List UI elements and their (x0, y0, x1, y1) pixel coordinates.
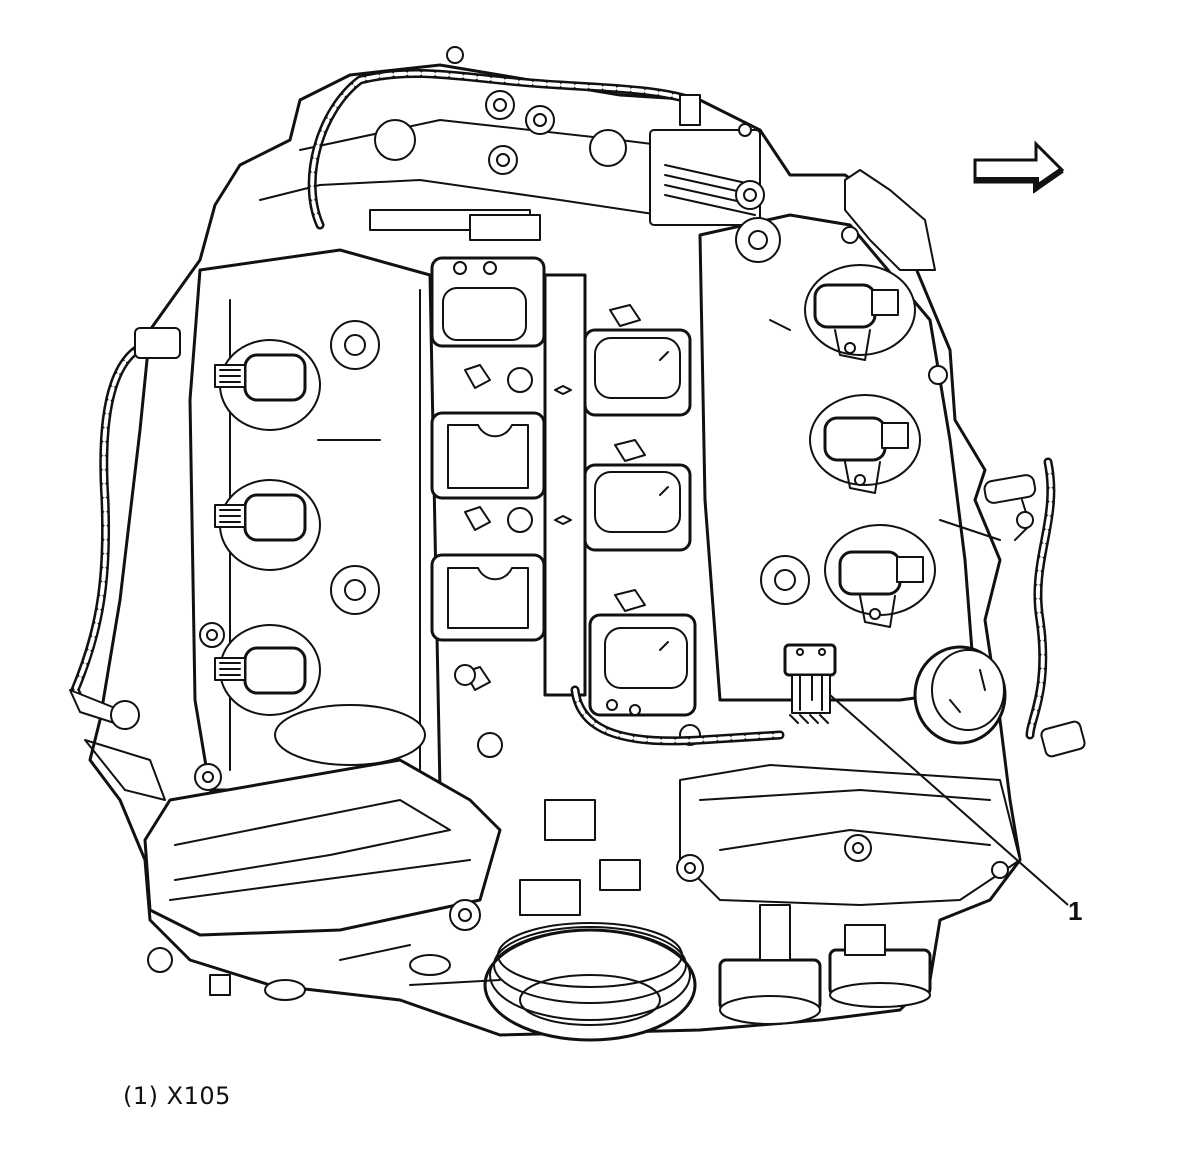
left-cylinder-bank (188, 248, 442, 792)
ignition-coil (804, 264, 916, 361)
crankshaft-pulley (483, 922, 697, 1042)
intake-runner (583, 463, 692, 552)
lower-components (209, 799, 641, 1001)
center-wiring-harness (570, 685, 785, 746)
ignition-coil (214, 479, 321, 571)
right-arrow-icon (973, 140, 1065, 194)
intake-manifold (430, 256, 701, 758)
intake-runner (430, 553, 546, 642)
idler-pulley (828, 924, 932, 1008)
top-wiring-harness (307, 46, 765, 230)
legend: (1) X105 (123, 1082, 231, 1110)
right-cylinder-bank (698, 169, 977, 702)
ignition-coil (824, 524, 936, 628)
callout-number-1: 1 (1068, 896, 1083, 926)
belt-tensioner (718, 904, 822, 1025)
front-cover (143, 664, 1021, 973)
intake-runner (430, 256, 546, 348)
ignition-coil (809, 394, 921, 494)
legend-value: X105 (166, 1082, 231, 1110)
callout-leader-line (829, 694, 1069, 906)
intake-runner (588, 613, 697, 717)
x105-connector (783, 643, 837, 724)
ignition-coil (214, 339, 321, 431)
right-sensor-harness (939, 457, 1086, 758)
intake-runner (583, 328, 692, 417)
ignition-coil (214, 624, 321, 716)
legend-key: (1) (123, 1082, 159, 1110)
oil-filler-cap (913, 645, 1007, 745)
left-sensor-harness (69, 327, 221, 801)
intake-runner (430, 411, 546, 500)
